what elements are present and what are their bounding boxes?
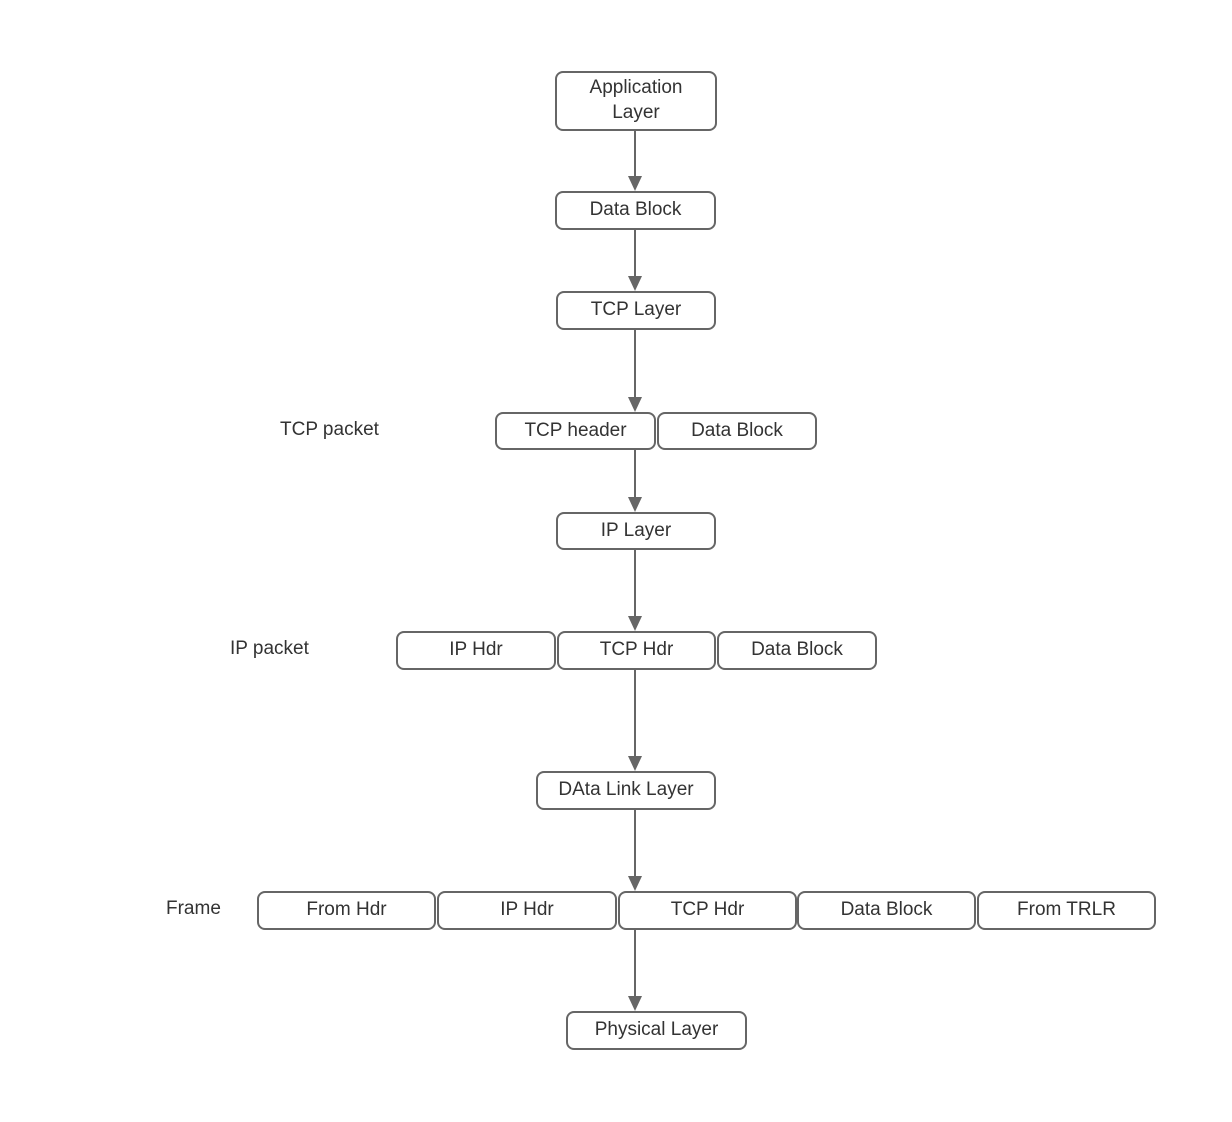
arrow-line: [634, 670, 636, 757]
node-tcp-header: TCP header: [495, 412, 656, 450]
node-data-block-application: Data Block: [555, 191, 716, 230]
arrow-head-icon: [628, 176, 642, 191]
node-frame-data-block: Data Block: [797, 891, 976, 930]
arrow-line: [634, 330, 636, 398]
node-application-layer: Application Layer: [555, 71, 717, 131]
arrow-tcp-packet-to-ip-layer: [628, 450, 642, 512]
arrow-line: [634, 450, 636, 498]
label-frame: Frame: [166, 898, 221, 919]
arrow-head-icon: [628, 996, 642, 1011]
arrow-datablock-to-tcp-layer: [628, 230, 642, 291]
arrow-tcp-layer-to-tcp-packet: [628, 330, 642, 412]
node-frame-tcp-hdr: TCP Hdr: [618, 891, 797, 930]
node-tcp-layer: TCP Layer: [556, 291, 716, 330]
node-from-hdr: From Hdr: [257, 891, 436, 930]
arrow-line: [634, 131, 636, 177]
arrow-data-link-to-frame: [628, 810, 642, 891]
node-tcp-hdr: TCP Hdr: [557, 631, 716, 670]
node-data-block-tcp-packet: Data Block: [657, 412, 817, 450]
arrow-line: [634, 810, 636, 877]
arrow-head-icon: [628, 497, 642, 512]
node-ip-layer: IP Layer: [556, 512, 716, 550]
arrow-head-icon: [628, 276, 642, 291]
arrow-line: [634, 550, 636, 617]
label-ip-packet: IP packet: [230, 638, 309, 659]
node-data-block-ip-packet: Data Block: [717, 631, 877, 670]
arrow-application-to-datablock: [628, 131, 642, 191]
node-from-trlr: From TRLR: [977, 891, 1156, 930]
arrow-head-icon: [628, 397, 642, 412]
node-frame-ip-hdr: IP Hdr: [437, 891, 617, 930]
node-physical-layer: Physical Layer: [566, 1011, 747, 1050]
arrow-head-icon: [628, 616, 642, 631]
arrow-head-icon: [628, 756, 642, 771]
node-data-link-layer: DAta Link Layer: [536, 771, 716, 810]
arrow-line: [634, 230, 636, 277]
arrow-ip-layer-to-ip-packet: [628, 550, 642, 631]
arrow-frame-to-physical-layer: [628, 930, 642, 1011]
arrow-line: [634, 930, 636, 997]
label-tcp-packet: TCP packet: [280, 419, 379, 440]
node-ip-hdr: IP Hdr: [396, 631, 556, 670]
arrow-ip-packet-to-data-link: [628, 670, 642, 771]
arrow-head-icon: [628, 876, 642, 891]
